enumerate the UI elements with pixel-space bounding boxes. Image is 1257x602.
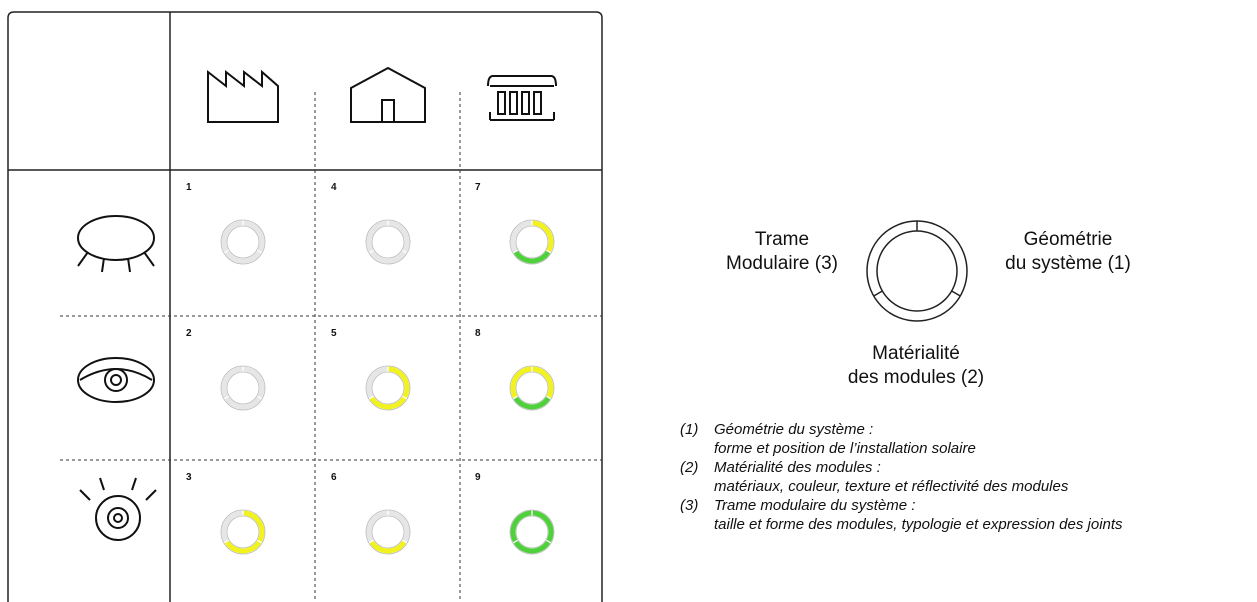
ring-outline xyxy=(365,509,411,555)
evaluation-matrix: 1 4 7 2 5 8 3 6 9 xyxy=(7,11,603,602)
ring-segment-none xyxy=(221,510,243,543)
ring-segment-yellow xyxy=(224,540,262,554)
ring-segment-yellow xyxy=(510,366,532,399)
ring-segment-none xyxy=(510,220,532,253)
ring-outline xyxy=(509,219,555,265)
house-icon xyxy=(350,66,426,123)
legend-label-materiality: Matérialité des modules (2) xyxy=(826,342,1006,390)
cell-number: 9 xyxy=(475,472,481,483)
cell-number: 7 xyxy=(475,182,481,193)
ring-segment-none xyxy=(369,250,407,264)
ring-outline xyxy=(365,219,411,265)
note-title: Trame modulaire du système : xyxy=(714,497,916,514)
notes-list: (1) Géométrie du système : forme et posi… xyxy=(680,420,1123,534)
legend-label-modular-grid-line2: Modulaire (3) xyxy=(726,253,838,274)
cell-9: 9 xyxy=(475,472,555,555)
cell-1: 1 xyxy=(186,182,266,265)
ring-segment-green xyxy=(513,396,551,410)
ring-inner-outline xyxy=(515,225,549,259)
ring-segment-none xyxy=(366,510,388,543)
note-number: (1) xyxy=(680,421,699,438)
ring-outline xyxy=(509,509,555,555)
note-number: (3) xyxy=(680,497,699,514)
ring-inner-outline xyxy=(515,371,549,405)
legend-label-geometry-line1: Géométrie xyxy=(1023,229,1113,250)
ring-segment-none xyxy=(366,366,388,399)
note-description: matériaux, couleur, texture et réflectiv… xyxy=(714,478,1069,495)
ring-segment-yellow xyxy=(243,510,265,543)
legend-ring-divider xyxy=(951,290,961,297)
legend-label-modular-grid-line1: Trame xyxy=(754,229,810,250)
ring-segment-green xyxy=(513,250,551,264)
ring-inner-outline xyxy=(226,225,260,259)
ring-segment-none xyxy=(221,220,243,253)
cell-number: 6 xyxy=(331,472,337,483)
legend-ring xyxy=(866,220,968,322)
note-item: (2) Matérialité des modules : matériaux,… xyxy=(680,458,1123,496)
cell-8: 8 xyxy=(475,328,555,411)
ring-segment-green xyxy=(513,540,551,554)
temple-icon xyxy=(487,75,557,121)
ring-segment-yellow xyxy=(369,396,407,410)
cell-7: 7 xyxy=(475,182,555,265)
ring-segment-green xyxy=(510,510,532,543)
ring-inner-outline xyxy=(371,225,405,259)
cell-number: 1 xyxy=(186,182,192,193)
wide-eye-icon xyxy=(79,477,157,541)
legend-label-materiality-line1: Matérialité xyxy=(872,343,960,364)
cell-number: 5 xyxy=(331,328,337,339)
ring-segment-none xyxy=(224,396,262,410)
ring-inner-outline xyxy=(371,371,405,405)
ring-inner-outline xyxy=(226,371,260,405)
legend-ring-outer xyxy=(866,220,968,322)
cell-number: 8 xyxy=(475,328,481,339)
note-description: forme et position de l’installation sola… xyxy=(714,440,976,457)
ring-inner-outline xyxy=(226,515,260,549)
legend-label-geometry-line2: du système (1) xyxy=(1005,253,1131,274)
legend-ring-inner xyxy=(876,230,958,312)
closed-eye-icon xyxy=(77,215,155,273)
ring-segment-none xyxy=(243,366,265,399)
ring-outline xyxy=(509,365,555,411)
factory-icon xyxy=(207,69,279,123)
ring-outline xyxy=(220,219,266,265)
cell-number: 3 xyxy=(186,472,192,483)
ring-inner-outline xyxy=(371,515,405,549)
ring-segment-green xyxy=(532,510,554,543)
cell-number: 4 xyxy=(331,182,337,193)
legend-label-materiality-line2: des modules (2) xyxy=(847,367,985,388)
cell-5: 5 xyxy=(331,328,411,411)
note-item: (3) Trame modulaire du système : taille … xyxy=(680,496,1123,534)
note-item: (1) Géométrie du système : forme et posi… xyxy=(680,420,1123,458)
ring-segment-none xyxy=(366,220,388,253)
ring-segment-none xyxy=(221,366,243,399)
ring-outline xyxy=(220,365,266,411)
open-eye-icon xyxy=(77,357,155,403)
ring-outline xyxy=(365,365,411,411)
note-title: Matérialité des modules : xyxy=(714,459,881,476)
ring-segment-yellow xyxy=(532,366,554,399)
cell-number: 2 xyxy=(186,328,192,339)
cell-6: 6 xyxy=(331,472,411,555)
ring-segment-yellow xyxy=(388,366,410,399)
ring-segment-none xyxy=(224,250,262,264)
matrix-frame xyxy=(7,11,603,602)
legend-label-geometry: Géométrie du système (1) xyxy=(988,228,1148,276)
note-description: taille et forme des modules, typologie e… xyxy=(714,516,1123,533)
cell-4: 4 xyxy=(331,182,411,265)
ring-segment-none xyxy=(243,220,265,253)
ring-inner-outline xyxy=(515,515,549,549)
cell-2: 2 xyxy=(186,328,266,411)
note-number: (2) xyxy=(680,459,699,476)
matrix-cells: 1 4 7 2 5 8 3 6 9 xyxy=(186,182,555,555)
ring-segment-none xyxy=(388,510,410,543)
ring-outline xyxy=(220,509,266,555)
legend-label-modular-grid: Trame Modulaire (3) xyxy=(712,228,852,276)
legend-ring-divider xyxy=(873,290,883,297)
ring-segment-none xyxy=(388,220,410,253)
cell-3: 3 xyxy=(186,472,266,555)
note-title: Géométrie du système : xyxy=(714,421,874,438)
ring-segment-yellow xyxy=(532,220,554,253)
ring-segment-yellow xyxy=(369,540,407,554)
